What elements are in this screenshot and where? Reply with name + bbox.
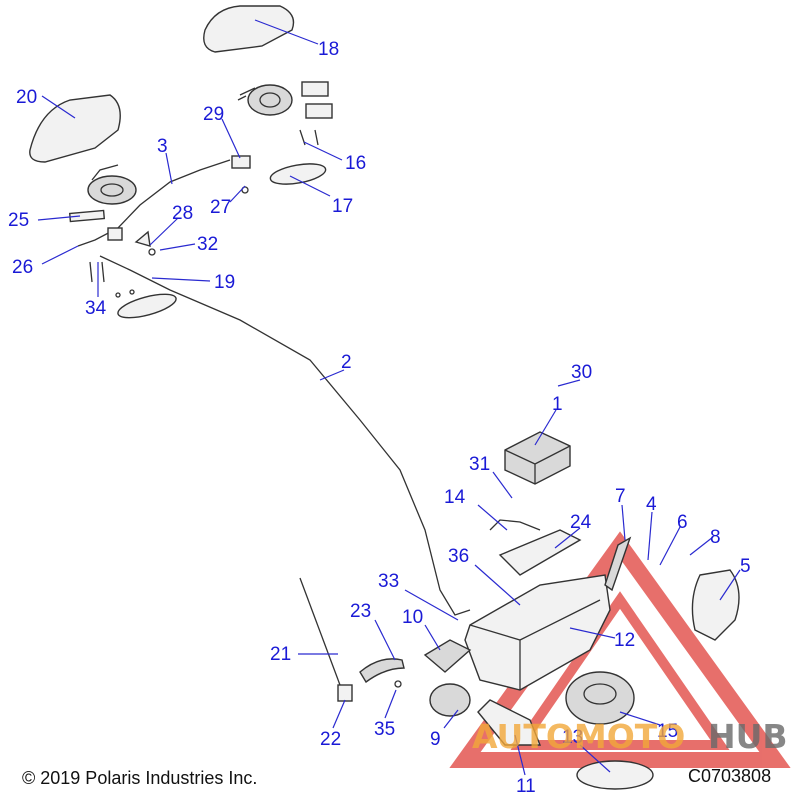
part-13-grille [576, 760, 654, 790]
part-3-harness [77, 159, 231, 247]
callout-2: 2 [341, 352, 352, 373]
callout-5: 5 [740, 556, 751, 577]
callout-9: 9 [430, 729, 441, 750]
callout-21: 21 [270, 644, 291, 665]
svg-text:AUTOMOTO: AUTOMOTO [472, 717, 685, 756]
callout-30: 30 [571, 362, 592, 383]
copyright-text: © 2019 Polaris Industries Inc. [22, 768, 258, 788]
callout-6: 6 [677, 512, 688, 533]
callout-8: 8 [710, 527, 721, 548]
leader-lines [37, 19, 741, 776]
callout-12: 12 [614, 630, 635, 651]
callout-1: 1 [552, 394, 563, 415]
callout-35: 35 [374, 719, 395, 740]
callout-7: 7 [615, 486, 626, 507]
callout-22: 22 [320, 729, 341, 750]
part-23-strap [359, 658, 405, 684]
part-5-cover [691, 569, 740, 641]
callout-24: 24 [570, 512, 592, 533]
callout-14: 14 [444, 487, 466, 508]
callout-19: 19 [214, 272, 235, 293]
part-20-cover [29, 94, 121, 163]
diagram-code: C0703808 [688, 766, 772, 786]
callout-34: 34 [85, 298, 107, 319]
part-35-screw [394, 680, 402, 688]
part-1-amplifier [504, 431, 571, 485]
callout-3: 3 [157, 136, 168, 157]
part-15-speaker [565, 671, 635, 725]
callout-11: 11 [516, 776, 536, 797]
part-left-speaker [87, 164, 137, 205]
callout-31: 31 [469, 454, 490, 475]
part-10-mesh [423, 639, 472, 673]
callout-10: 10 [402, 607, 423, 628]
callout-23: 23 [350, 601, 371, 622]
part-7-strip [604, 536, 632, 592]
callout-4: 4 [646, 494, 657, 515]
callout-27: 27 [210, 197, 231, 218]
part-14-wire [489, 519, 541, 531]
callout-28: 28 [172, 203, 193, 224]
part-top-speaker [237, 81, 333, 119]
part-small-hardware [89, 129, 319, 298]
callout-13: 13 [562, 727, 583, 748]
part-17-grille [269, 163, 327, 185]
callout-29: 29 [203, 104, 224, 125]
callout-26: 26 [12, 257, 33, 278]
part-36-enclosure [464, 574, 611, 691]
part-9-speaker [429, 683, 471, 717]
callout-20: 20 [16, 87, 37, 108]
part-24-plate [498, 529, 582, 576]
part-22-base [337, 684, 353, 702]
callout-16: 16 [345, 153, 366, 174]
callout-25: 25 [8, 210, 29, 231]
callout-15: 15 [657, 721, 678, 742]
callout-17: 17 [332, 196, 353, 217]
callout-32: 32 [197, 234, 218, 255]
callout-33: 33 [378, 571, 399, 592]
part-11-bracket [477, 699, 542, 746]
watermark-text: AUTOMOTO HUB [472, 717, 788, 756]
part-21-antenna [299, 577, 341, 686]
part-2-cable [99, 255, 471, 616]
callout-labels: 18 20 3 29 16 17 27 28 25 32 26 19 34 2 … [8, 39, 751, 797]
callout-18: 18 [318, 39, 339, 60]
part-18-cover [203, 5, 295, 53]
callout-36: 36 [448, 546, 469, 567]
svg-text:HUB: HUB [708, 717, 788, 756]
part-grille-left [117, 293, 177, 319]
